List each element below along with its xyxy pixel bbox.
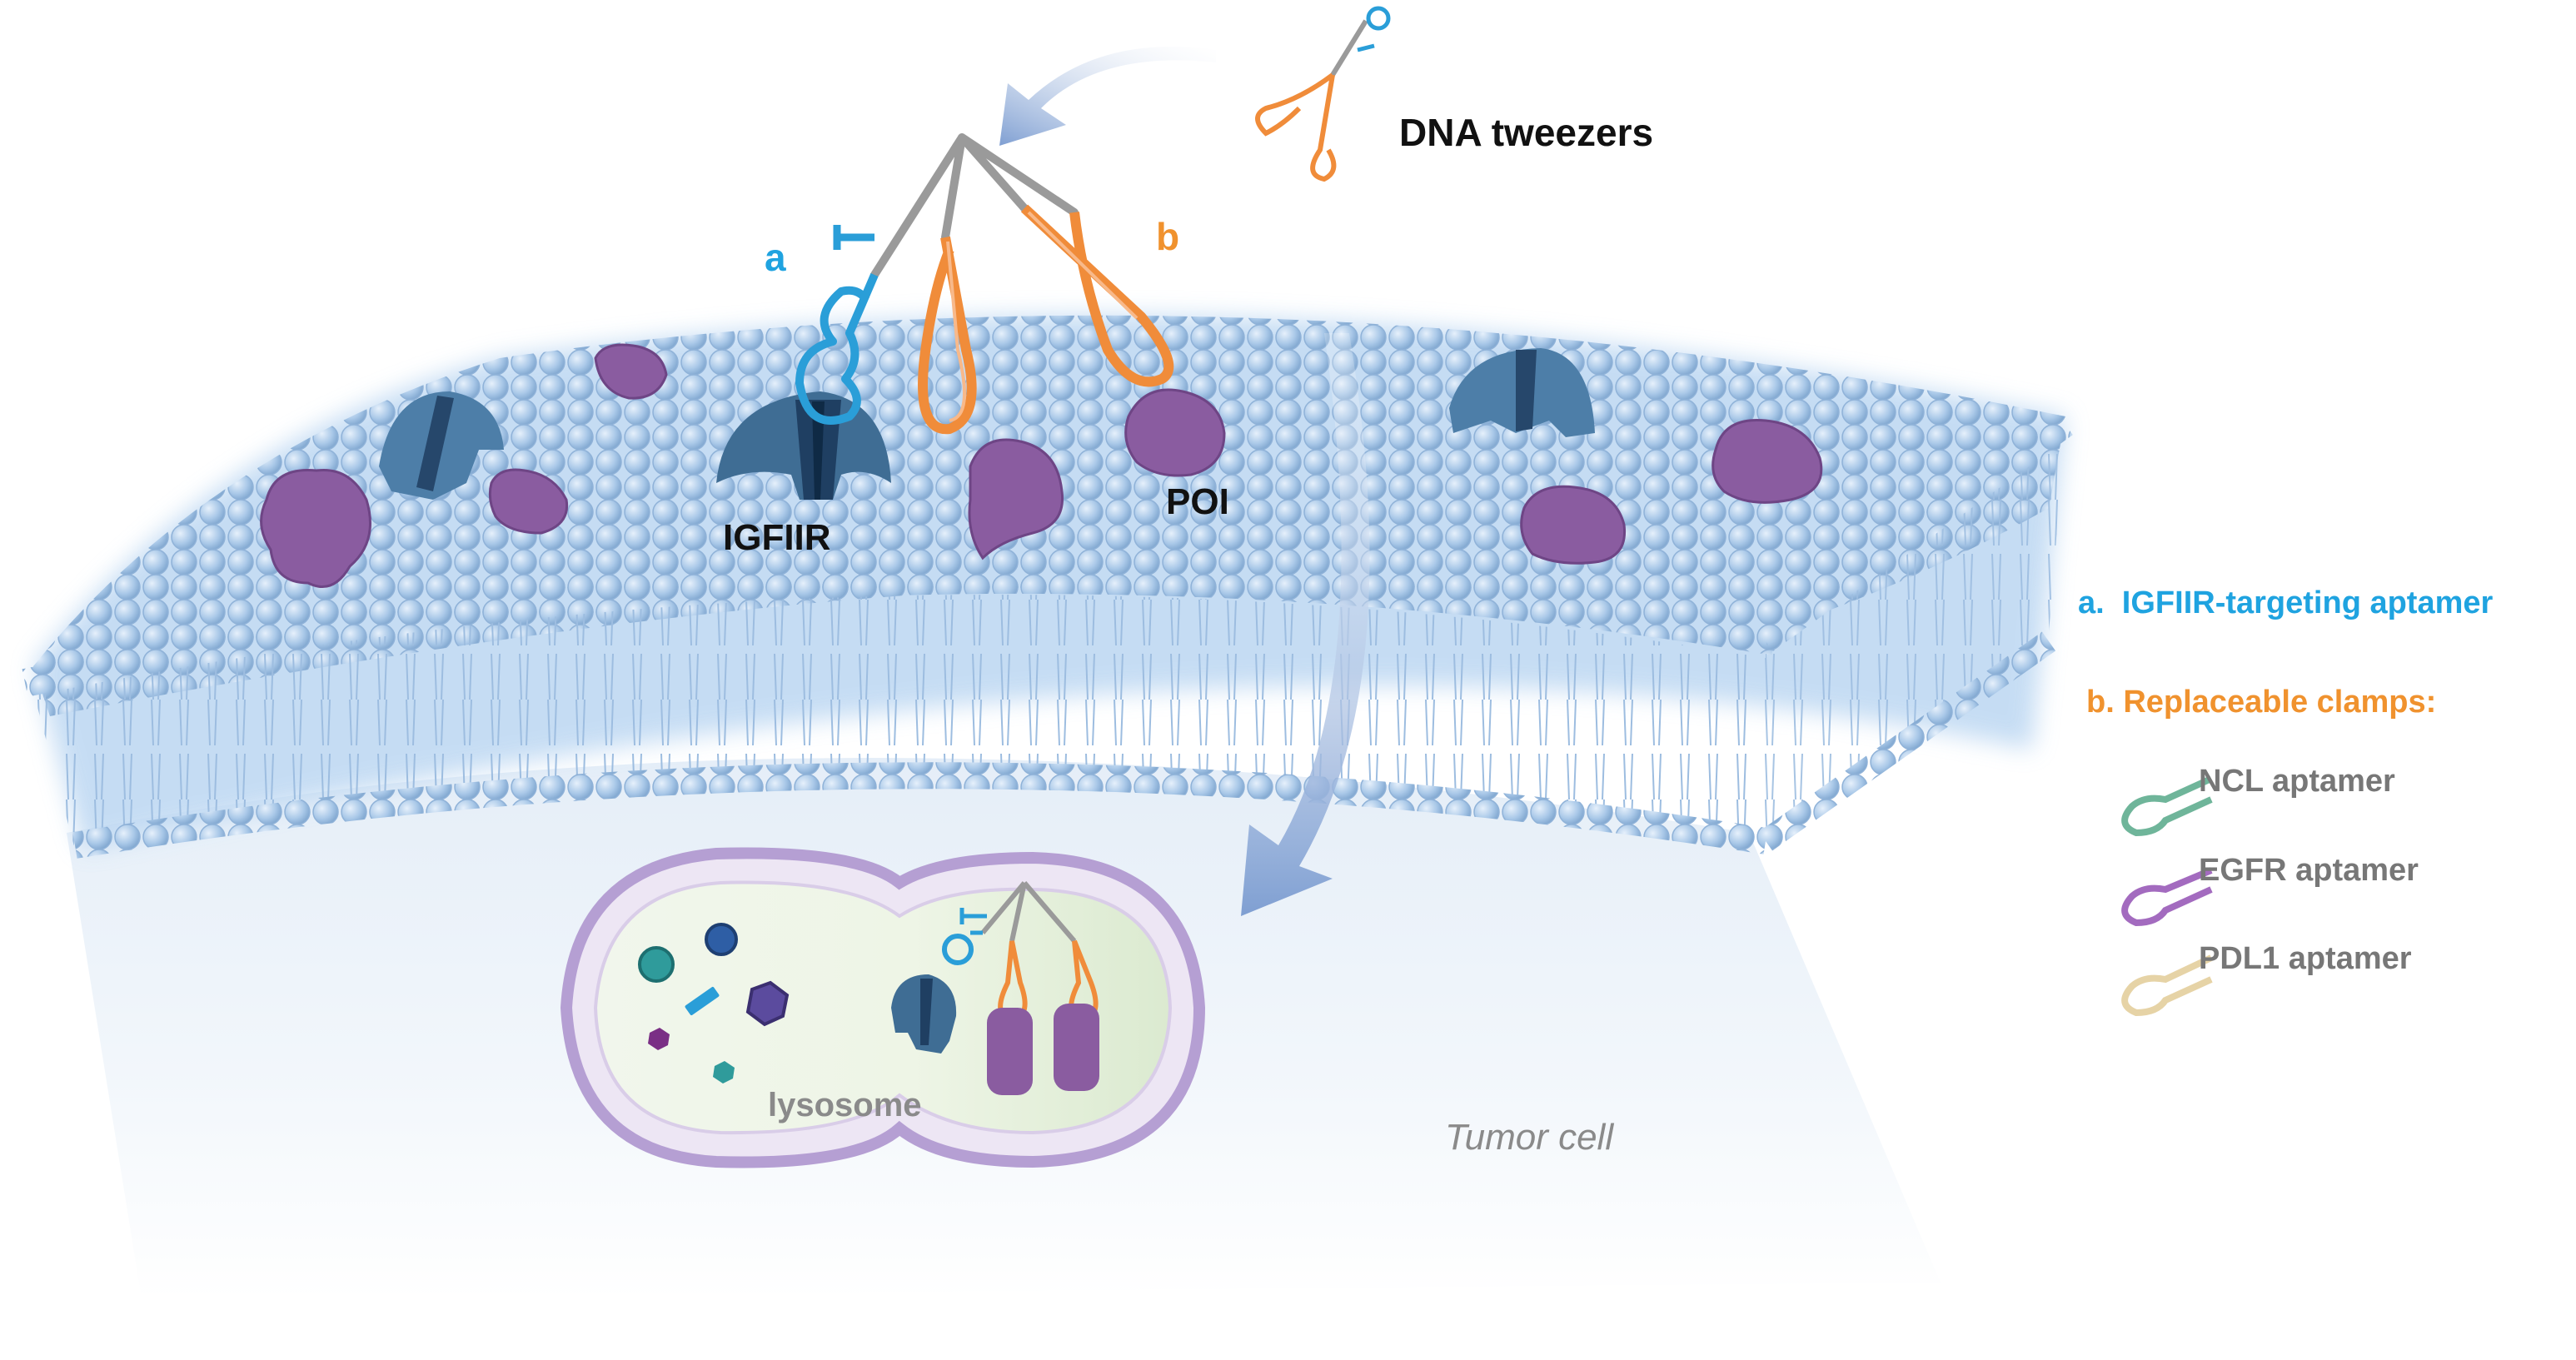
- dna-tweezers-small: [1255, 6, 1391, 182]
- membrane-upper-head-row: [22, 565, 1776, 697]
- aptamer-a-arm: [795, 273, 879, 425]
- pdl1-aptamer-icon: [2121, 954, 2213, 1017]
- membrane-right-heads-lower: [1758, 631, 2056, 851]
- label-arm-b: b: [1156, 215, 1179, 258]
- receptor-left: [379, 391, 504, 500]
- membrane-right-heads: [1758, 414, 2073, 652]
- legend-clamp-egfr: EGFR aptamer: [2121, 853, 2419, 927]
- label-tumor-cell: Tumor cell: [1445, 1117, 1614, 1158]
- legend-item-a: a. IGFIIR-targeting aptamer: [2078, 585, 2494, 620]
- lysosome: [560, 847, 1206, 1168]
- legend-item-b: b. Replaceable clamps:: [2086, 685, 2436, 720]
- egfr-aptamer-icon: [2121, 867, 2213, 927]
- legend: a. IGFIIR-targeting aptamer b. Replaceab…: [2078, 585, 2494, 1017]
- dna-tweezers-bound: [795, 133, 1174, 435]
- ncl-aptamer-icon: [2121, 775, 2213, 837]
- legend-clamp-ncl-label: NCL aptamer: [2199, 764, 2395, 799]
- legend-clamp-egfr-label: EGFR aptamer: [2199, 853, 2419, 888]
- label-lysosome: lysosome: [768, 1087, 922, 1123]
- label-dna-tweezers: DNA tweezers: [1399, 111, 1653, 154]
- arrow-binding: [999, 47, 1216, 146]
- clamp-loop-2: [1020, 204, 1174, 387]
- arrow-internalization: [1241, 333, 1370, 916]
- label-igfiir: IGFIIR: [723, 517, 831, 558]
- poi-blobs: [260, 343, 1823, 588]
- legend-clamp-ncl: NCL aptamer: [2121, 764, 2395, 837]
- label-arm-a: a: [765, 236, 786, 279]
- clamp-loop-1: [918, 236, 977, 435]
- membrane-right-side: [1766, 425, 2065, 841]
- legend-clamp-pdl1: PDL1 aptamer: [2121, 941, 2412, 1017]
- receptor-right: [1449, 348, 1595, 437]
- legend-clamp-pdl1-label: PDL1 aptamer: [2199, 941, 2412, 976]
- membrane-lower-head-row: [72, 762, 1768, 859]
- label-poi: POI: [1166, 481, 1229, 522]
